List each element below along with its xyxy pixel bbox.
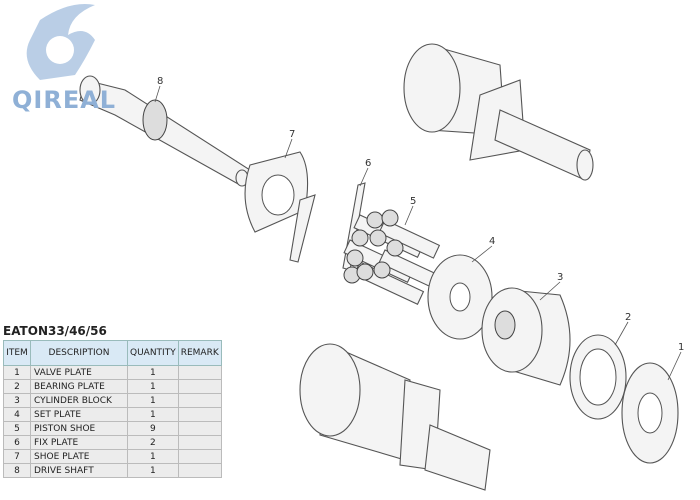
cell-remark <box>177 463 222 478</box>
callout-4: 4 <box>489 236 495 247</box>
cell-item: 1 <box>3 365 31 380</box>
cell-quantity: 1 <box>127 463 179 478</box>
column-header-item: ITEM <box>3 340 31 366</box>
drive-shaft-part <box>79 75 251 187</box>
callout-3: 3 <box>557 272 563 283</box>
valve-plate-part <box>621 362 679 464</box>
cell-remark <box>177 393 222 408</box>
cell-description: BEARING PLATE <box>30 379 128 394</box>
cell-quantity: 2 <box>127 435 179 450</box>
top-assembly-part <box>403 43 594 181</box>
callout-2: 2 <box>625 312 631 323</box>
cell-remark <box>177 449 222 464</box>
column-header-quantity: QUANTITY <box>127 340 179 366</box>
cell-quantity: 1 <box>127 365 179 380</box>
bearing-plate-part <box>569 334 627 420</box>
cell-item: 3 <box>3 393 31 408</box>
logo-text: QIREAL <box>12 86 117 114</box>
cell-quantity: 1 <box>127 379 179 394</box>
callout-6: 6 <box>365 158 371 169</box>
column-header-remark: REMARK <box>177 340 222 366</box>
column-header-description: DESCRIPTION <box>30 340 128 366</box>
parts-table-title: EATON33/46/56 <box>3 324 107 338</box>
cell-remark <box>177 407 222 422</box>
cell-description: PISTON SHOE <box>30 421 128 436</box>
callout-7: 7 <box>289 129 295 140</box>
cell-description: DRIVE SHAFT <box>30 463 128 478</box>
cell-remark <box>177 435 222 450</box>
cylinder-block-part <box>481 287 571 386</box>
shoe-plate-part <box>244 151 316 263</box>
cell-quantity: 1 <box>127 449 179 464</box>
cell-item: 7 <box>3 449 31 464</box>
cell-remark <box>177 421 222 436</box>
cell-description: SHOE PLATE <box>30 449 128 464</box>
callout-1: 1 <box>678 342 684 353</box>
cell-description: SET PLATE <box>30 407 128 422</box>
table-header-row: ITEM DESCRIPTION QUANTITY REMARK <box>3 340 222 366</box>
cell-remark <box>177 365 222 380</box>
cell-description: CYLINDER BLOCK <box>30 393 128 408</box>
cell-item: 8 <box>3 463 31 478</box>
bottom-assembly-part <box>299 343 491 491</box>
callout-8: 8 <box>157 76 163 87</box>
cell-item: 4 <box>3 407 31 422</box>
cell-item: 2 <box>3 379 31 394</box>
set-plate-part <box>427 254 493 340</box>
logo-icon <box>26 4 96 80</box>
cell-description: VALVE PLATE <box>30 365 128 380</box>
piston-shoes-part <box>343 209 441 306</box>
cell-item: 6 <box>3 435 31 450</box>
cell-item: 5 <box>3 421 31 436</box>
cell-quantity: 9 <box>127 421 179 436</box>
callout-labels: 1 2 3 4 5 6 7 8 <box>154 76 684 381</box>
cell-description: FIX PLATE <box>30 435 128 450</box>
cell-remark <box>177 379 222 394</box>
cell-quantity: 1 <box>127 393 179 408</box>
callout-5: 5 <box>410 196 416 207</box>
cell-quantity: 1 <box>127 407 179 422</box>
